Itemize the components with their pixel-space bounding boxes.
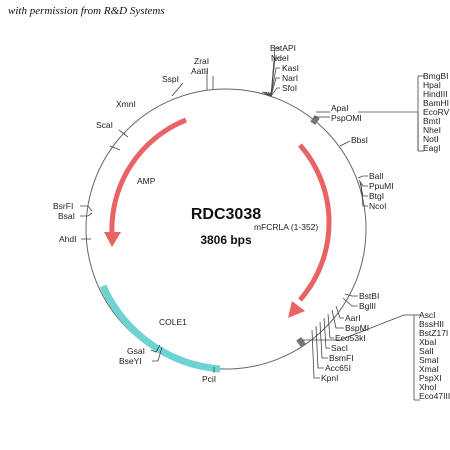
site-eco53ki: Eco53kI <box>335 333 366 343</box>
site-ndei: NdeI <box>271 53 289 63</box>
mcs-top-marker <box>310 115 320 125</box>
right-site-cluster <box>357 175 368 207</box>
site-gsai: GsaI <box>127 346 145 356</box>
site-bspmi: BspMI <box>345 323 369 333</box>
site-bseyi: BseYI <box>119 356 142 366</box>
mcs-top-item: EagI <box>423 143 441 153</box>
top-site-cluster <box>109 47 280 151</box>
insert-arrowhead <box>288 301 305 318</box>
mcs-bottom-item: XhoI <box>419 382 437 392</box>
mcs-bottom-item: Eco47III <box>419 391 450 401</box>
mcs-top-item: EcoRV <box>423 107 450 117</box>
site-bbsi: BbsI <box>351 135 368 145</box>
left-site-cluster <box>80 205 93 240</box>
site-sfoi: SfoI <box>282 83 297 93</box>
mcs-bottom-item: SmaI <box>419 355 439 365</box>
cole1-origin-feature <box>99 284 221 373</box>
site-saci: SacI <box>331 343 348 353</box>
insert-arrow <box>298 143 332 302</box>
mcs-bottom-item: PspXI <box>419 373 442 383</box>
site-bali: BalI <box>369 171 384 181</box>
plasmid-size: 3806 bps <box>200 233 252 247</box>
site-bsai: BsaI <box>58 211 75 221</box>
mcs-top-item: NheI <box>423 125 441 135</box>
plasmid-backbone <box>85 88 367 370</box>
site-aari: AarI <box>345 313 361 323</box>
amp-arrow <box>109 117 187 236</box>
site-bsmfi: BsmFI <box>329 353 354 363</box>
mcs-bottom-item: XbaI <box>419 337 437 347</box>
top-mcs-leaders <box>314 75 424 152</box>
site-bstapi: BstAPI <box>270 43 296 53</box>
mcs-bottom-marker <box>296 337 306 347</box>
mcs-bottom-item: BssHII <box>419 319 444 329</box>
mcs-top-item: NotI <box>423 134 439 144</box>
mcs-top-item: HpaI <box>423 80 441 90</box>
plasmid-name: RDC3038 <box>191 206 261 223</box>
mcs-bottom-item: SalI <box>419 346 434 356</box>
site-acc65i: Acc65I <box>325 363 351 373</box>
site-nari: NarI <box>282 73 298 83</box>
site-kpni: KpnI <box>321 373 339 383</box>
mcs-top-item: BmtI <box>423 116 440 126</box>
mcs-bottom-item: XmaI <box>419 364 439 374</box>
mcs-top-list: BmgBI HpaI HindIII BamHI EcoRV BmtI NheI… <box>423 71 450 153</box>
site-ahdi: AhdI <box>59 234 77 244</box>
mcs-bottom-item: AscI <box>419 310 436 320</box>
amp-label: AMP <box>137 176 156 186</box>
permission-credit: with permission from R&D Systems <box>8 5 165 17</box>
insert-label: mFCRLA (1-352) <box>254 222 318 232</box>
mcs-bottom-item: BstZ17I <box>419 328 448 338</box>
mcs-top-item: HindIII <box>423 89 448 99</box>
site-sspi: SspI <box>162 74 179 84</box>
site-bsrfi: BsrFI <box>53 201 73 211</box>
bottom-right-site-cluster <box>302 293 420 401</box>
site-apai: ApaI <box>331 103 349 113</box>
site-ncoi: NcoI <box>369 201 386 211</box>
amp-arrowhead <box>104 232 121 247</box>
site-pspomi: PspOMI <box>331 113 362 123</box>
site-xmni: XmnI <box>116 99 136 109</box>
site-aatii: AatII <box>191 66 208 76</box>
site-bstbi: BstBI <box>359 291 379 301</box>
site-kasi: KasI <box>282 63 299 73</box>
cole1-label: COLE1 <box>159 317 187 327</box>
mcs-top-item: BamHI <box>423 98 449 108</box>
site-bglii: BglII <box>359 301 376 311</box>
site-ppumi: PpuMI <box>369 181 394 191</box>
mcs-top-item: BmgBI <box>423 71 449 81</box>
site-pcii: PciI <box>202 374 216 384</box>
site-scai: ScaI <box>96 120 113 130</box>
bottom-left-site-cluster <box>150 344 215 373</box>
site-zrai: ZraI <box>194 56 209 66</box>
site-btgi: BtgI <box>369 191 384 201</box>
mcs-bottom-list: AscI BssHII BstZ17I XbaI SalI SmaI XmaI … <box>419 310 450 401</box>
